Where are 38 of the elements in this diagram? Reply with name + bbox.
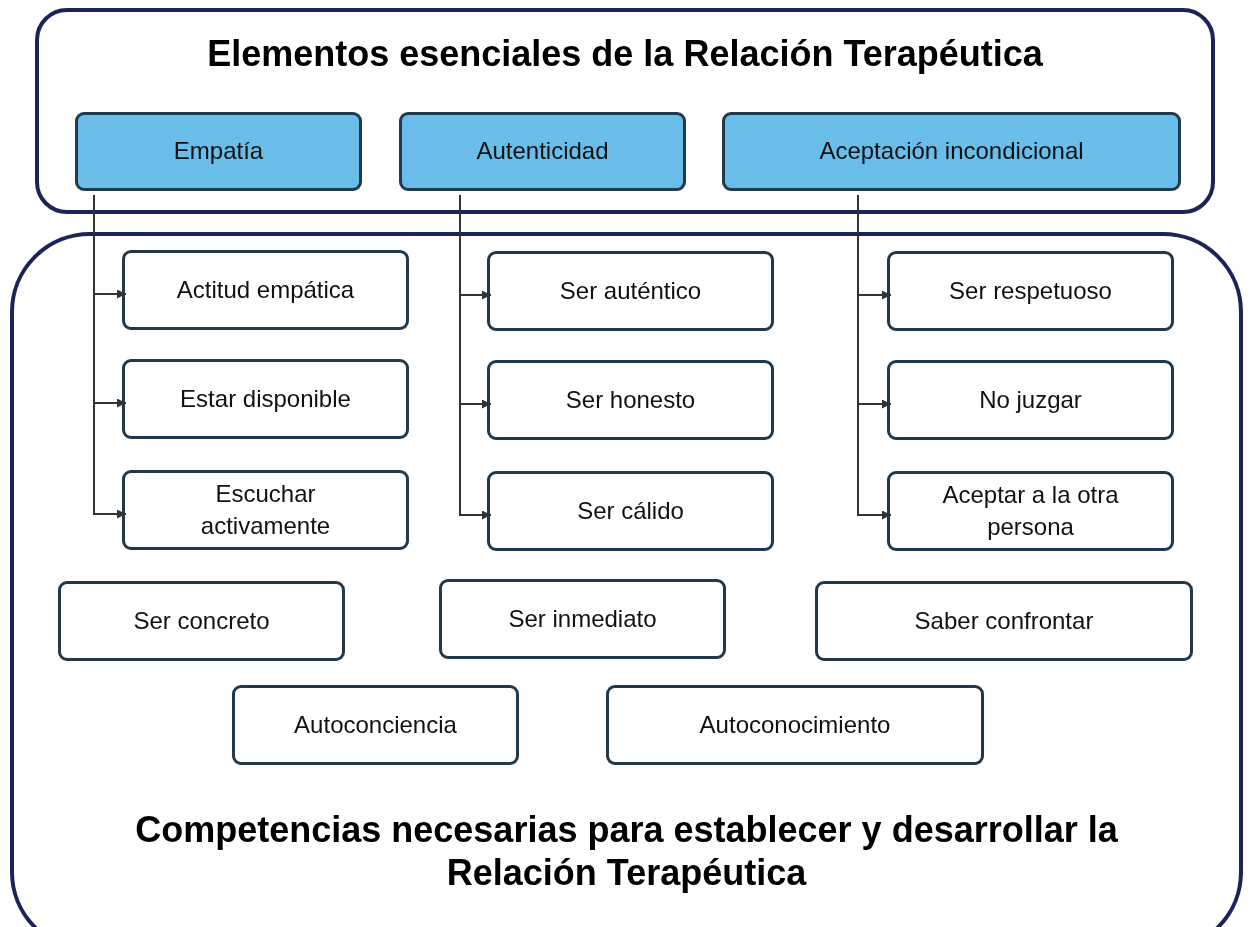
competence-box (232, 685, 519, 765)
box-label: Ser inmediato (508, 603, 657, 634)
box-label: Autoconocimiento (699, 709, 891, 740)
box-label: Ser honesto (565, 384, 696, 415)
box-label: Escuchar activamente (199, 478, 332, 541)
competence-box (122, 470, 409, 550)
category-box (399, 112, 686, 191)
box-label: Ser concreto (133, 605, 270, 636)
competence-box (487, 251, 774, 331)
panel-heading: Elementos esenciales de la Relación Terapéutica (206, 32, 1044, 76)
competence-box (487, 471, 774, 551)
competence-box (887, 471, 1174, 551)
box-label: Empatía (173, 136, 264, 167)
category-box (722, 112, 1181, 191)
box-label: Ser auténtico (559, 275, 702, 306)
competence-box (887, 251, 1174, 331)
box-label: Autoconciencia (294, 709, 457, 740)
box-label: Saber confrontar (914, 605, 1094, 636)
competence-box (606, 685, 984, 765)
competence-box (122, 359, 409, 439)
competence-box (58, 581, 345, 661)
group-panel (35, 8, 1215, 214)
box-label: No juzgar (979, 384, 1082, 415)
box-label: Estar disponible (180, 383, 351, 414)
box-label: Actitud empática (176, 274, 355, 305)
competence-box (487, 360, 774, 440)
competence-box (815, 581, 1193, 661)
box-label: Aceptar a la otra persona (941, 479, 1120, 542)
group-panel (10, 232, 1243, 927)
box-label: Ser respetuoso (949, 275, 1112, 306)
box-label: Autenticidad (476, 136, 609, 167)
competence-box (439, 579, 726, 659)
category-box (75, 112, 362, 191)
panel-heading: Competencias necesarias para establecer y desarrollar la Relación Terapéutica (134, 808, 1119, 895)
competence-box (887, 360, 1174, 440)
competence-box (122, 250, 409, 330)
box-label: Aceptación incondicional (819, 136, 1084, 167)
box-label: Ser cálido (577, 495, 684, 526)
